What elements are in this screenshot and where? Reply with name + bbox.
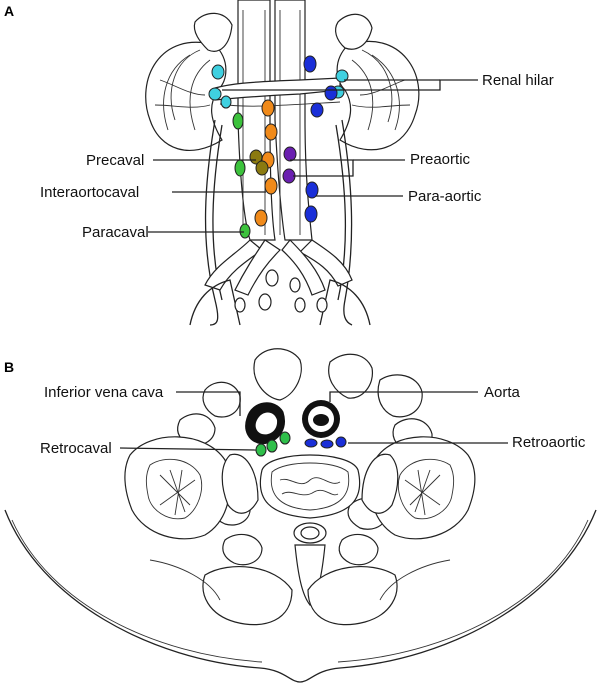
para-aortic-node [310,102,324,118]
interaortocaval-node [264,123,278,141]
para-aortic-label: Para-aortic [408,188,482,205]
renal-hilar-node [335,69,349,83]
panel-b-anatomy [4,348,597,683]
retrocaval-label: Retrocaval [40,440,112,457]
interaortocaval-node [264,177,278,195]
retrocaval-node [266,439,278,453]
interaortocaval-node [254,209,268,227]
retroaortic-nodes [304,436,347,449]
preaortic-node [283,146,297,162]
para-aortic-nodes [303,55,338,223]
renal-hilar-node [220,95,232,109]
aorta-label: Aorta [484,384,521,401]
precaval-label: Precaval [86,152,144,169]
para-aortic-node [304,205,318,223]
retroaortic-node [335,436,347,448]
renal-hilar-node [211,64,225,80]
preaortic-label: Preaortic [410,151,471,168]
paracaval-label: Paracaval [82,224,149,241]
paracaval-node [232,112,244,130]
precaval-nodes [249,149,269,176]
para-aortic-node [305,181,319,199]
paracaval-nodes [232,112,251,239]
paracaval-node [239,223,251,239]
panel-a-leader-lines [148,79,478,233]
panel-b-letter: B [4,359,14,375]
para-aortic-node [303,55,317,73]
panel-a-letter: A [4,3,14,19]
retrocaval-node [255,443,267,457]
interaortocaval-label: Interaortocaval [40,184,139,201]
interaortocaval-node [261,99,275,117]
precaval-node [255,160,269,176]
retrocaval-node [279,431,291,445]
retroaortic-node [304,438,318,448]
panel-a-anatomy [145,0,420,326]
retrocaval-nodes [255,431,291,457]
panel-b-leader-lines [119,391,508,451]
para-aortic-node [324,85,338,101]
renal-hilar-node [208,87,222,101]
paracaval-node [234,159,246,177]
retroaortic-node [320,439,334,449]
retroaortic-label: Retroaortic [512,434,586,451]
ivc-label: Inferior vena cava [44,384,164,401]
renal-hilar-label: Renal hilar [482,72,554,89]
